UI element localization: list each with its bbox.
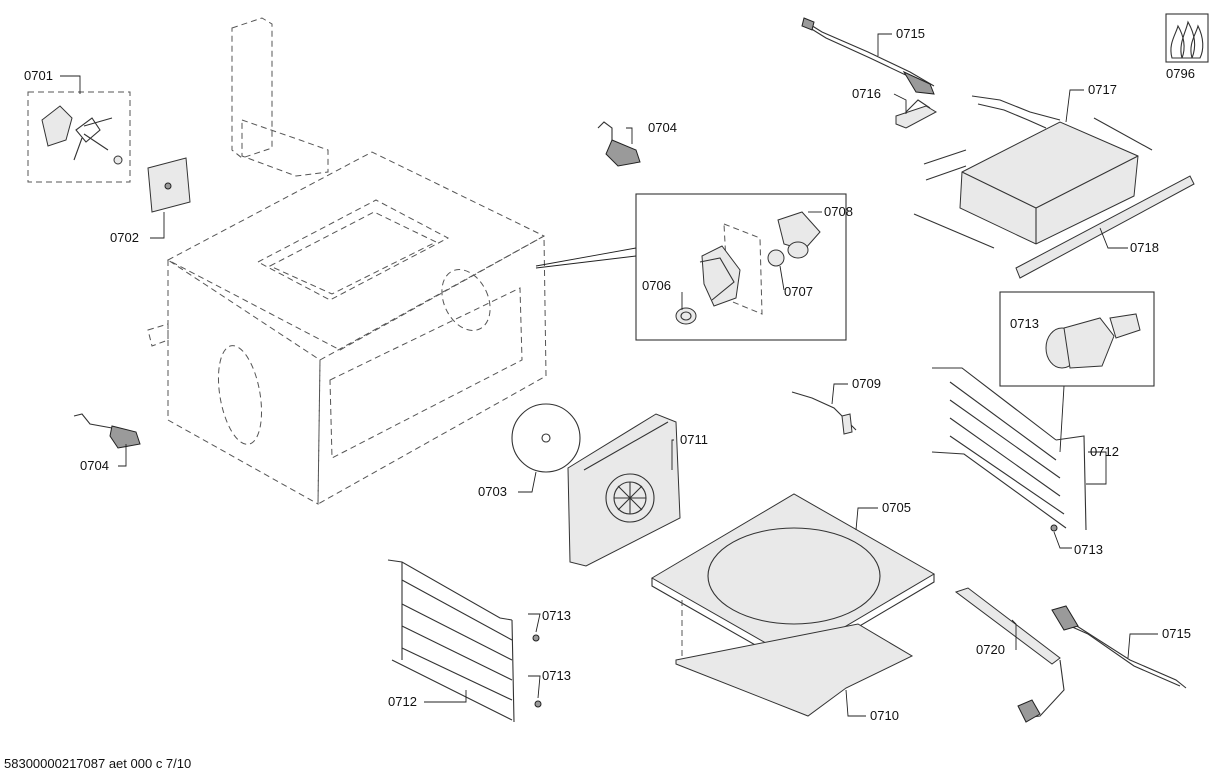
callout-label: 0718 [1130,240,1159,255]
callout-label: 0704 [648,120,677,135]
callout-label: 0796 [1166,66,1195,81]
callout-label: 0713 [1010,316,1039,331]
part-0718-rail [1015,175,1195,279]
callout-label: 0712 [388,694,417,709]
callout-label: 0711 [680,432,708,447]
part-0704-connector-upper [597,121,641,167]
callout-label: 0706 [642,278,671,293]
part-0717-heating-element [913,95,1153,249]
part-0713-screw-a [532,634,540,642]
part-0720-lower-element [954,587,1065,723]
callout-label: 0713 [1074,542,1103,557]
callout-label: 0707 [784,284,813,299]
detail-box-knob [999,291,1155,453]
part-0704-connector-lower [73,413,141,449]
callout-label: 0702 [110,230,139,245]
callout-label: 0713 [542,668,571,683]
part-0796-flame-symbol-icon [1165,13,1209,63]
part-0710-bottom-shield [675,600,914,717]
part-0703-gasket-disc [511,403,581,473]
part-0702-cover-plate [147,157,191,213]
callout-label: 0720 [976,642,1005,657]
callout-label: 0703 [478,484,507,499]
leader-lines [60,33,1158,717]
callout-label: 0701 [24,68,53,83]
callout-label: 0704 [80,458,109,473]
callout-label: 0716 [852,86,881,101]
callout-label: 0712 [1090,444,1119,459]
part-0712-side-rack-left [387,559,515,723]
callout-label: 0708 [824,204,853,219]
part-0709-sensor [791,391,857,435]
callout-label: 0715 [1162,626,1191,641]
detail-box-lamp-assembly [535,193,847,341]
drawing-reference-footer: 58300000217087 aet 000 c 7/10 [4,756,191,771]
part-0716-bracket [895,99,938,129]
part-0701-fan-motor [27,91,131,183]
part-0713-screw-b [534,700,542,708]
part-0715-cable-upper [801,17,935,95]
part-0713-screw-c [1050,524,1058,532]
oven-cavity-housing [147,17,547,505]
callout-label: 0713 [542,608,571,623]
callout-labels: 0701 0702 0704 0704 0708 0706 0707 0715 … [24,26,1195,723]
part-0715-cable-lower [1051,605,1187,689]
part-0711-fan-cover [567,413,681,567]
callout-label: 0715 [896,26,925,41]
part-0712-side-rack-right [931,367,1087,531]
callout-label: 0709 [852,376,881,391]
callout-label: 0717 [1088,82,1117,97]
callout-label: 0710 [870,708,899,723]
callout-label: 0705 [882,500,911,515]
